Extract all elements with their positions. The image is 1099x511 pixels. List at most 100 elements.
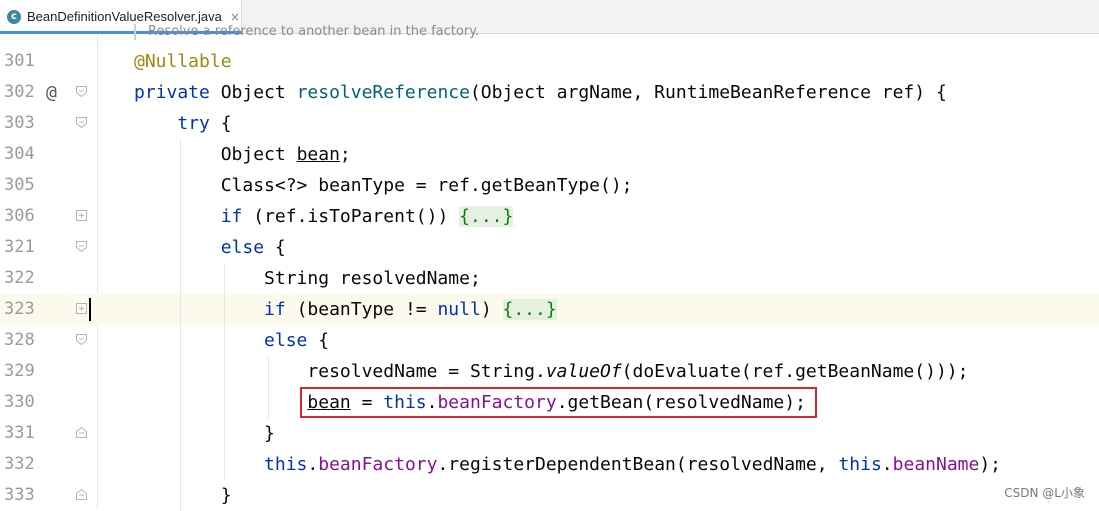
code-token: this — [838, 454, 882, 475]
code-token: try — [177, 113, 210, 134]
fold-collapse-icon[interactable] — [76, 489, 87, 500]
code-text[interactable]: private Object resolveReference(Object a… — [134, 77, 947, 108]
code-line[interactable]: 323 if (beanType != null) {...} — [0, 294, 1099, 325]
code-token: if — [220, 206, 243, 227]
code-token: (beanType != — [285, 299, 438, 320]
fold-collapse-icon[interactable] — [76, 241, 87, 252]
code-token: } — [134, 485, 232, 506]
code-editor[interactable]: 301 @Nullable 302 @ private Object resolveRe… — [0, 24, 1099, 511]
folded-code-chip[interactable]: {...} — [459, 206, 514, 227]
code-line[interactable]: 305 Class<?> beanType = ref.getBeanType(… — [0, 170, 1099, 201]
code-line[interactable]: 301 @Nullable — [0, 46, 1099, 77]
code-token: else — [264, 330, 308, 351]
code-line[interactable]: 329 resolvedName = String.valueOf(doEval… — [0, 356, 1099, 387]
line-number[interactable]: 328 — [4, 330, 35, 350]
code-token: @Nullable — [134, 51, 232, 72]
code-line[interactable]: 331 } — [0, 418, 1099, 449]
active-tab-indicator — [0, 31, 242, 34]
line-number[interactable]: 302 — [4, 82, 35, 102]
watermark: CSDN @L小象 — [1004, 486, 1085, 500]
line-number[interactable]: 323 — [4, 299, 35, 319]
code-line[interactable]: 302 @ private Object resolveReference(Obje… — [0, 77, 1099, 108]
code-area[interactable]: Resolve a reference to another bean in t… — [98, 24, 1099, 509]
line-number[interactable]: 333 — [4, 485, 35, 505]
line-number[interactable]: 305 — [4, 175, 35, 195]
fold-collapse-icon[interactable] — [76, 117, 87, 128]
line-number[interactable]: 303 — [4, 113, 35, 133]
fold-collapse-icon[interactable] — [76, 427, 87, 438]
code-token: String resolvedName; — [134, 268, 481, 289]
code-line[interactable]: 332 this.beanFactory.registerDependentBe… — [0, 449, 1099, 480]
code-token: ; — [339, 144, 351, 165]
editor-tab-bar: c BeanDefinitionValueResolver.java × — [0, 0, 1099, 34]
line-number[interactable]: 330 — [4, 392, 35, 412]
code-text[interactable]: try { — [134, 108, 232, 139]
code-token: valueOf — [545, 361, 622, 382]
line-number[interactable]: 331 — [4, 423, 35, 443]
java-class-icon: c — [7, 9, 21, 24]
code-token: if — [264, 299, 286, 320]
code-token: this — [264, 454, 308, 475]
close-icon[interactable]: × — [229, 9, 240, 24]
code-text[interactable]: if (ref.isToParent()) {...} — [134, 201, 514, 232]
code-text[interactable]: else { — [134, 232, 286, 263]
code-text[interactable]: } — [134, 480, 232, 511]
code-text[interactable]: @Nullable — [134, 46, 232, 77]
code-text[interactable]: String resolvedName; — [134, 263, 481, 294]
code-token: { — [307, 330, 330, 351]
code-token: beanName — [892, 454, 980, 475]
line-number[interactable]: 306 — [4, 206, 35, 226]
code-text[interactable]: Object bean; — [134, 139, 351, 170]
fold-expand-icon[interactable] — [76, 303, 87, 314]
folded-code-chip[interactable]: {...} — [502, 299, 557, 320]
code-token: Class<?> beanType = ref.getBeanType(); — [134, 175, 633, 196]
code-token: (Object argName, RuntimeBeanReference re… — [469, 82, 947, 103]
fold-collapse-icon[interactable] — [76, 334, 87, 345]
line-number[interactable]: 321 — [4, 237, 35, 257]
code-text[interactable]: if (beanType != null) {...} — [134, 294, 557, 325]
code-line[interactable]: 328 else { — [0, 325, 1099, 356]
code-line[interactable]: 304 Object bean; — [0, 139, 1099, 170]
line-number[interactable]: 304 — [4, 144, 35, 164]
tab-title: BeanDefinitionValueResolver.java — [27, 9, 222, 24]
code-text[interactable]: Class<?> beanType = ref.getBeanType(); — [134, 170, 633, 201]
highlight-box — [300, 387, 817, 418]
code-token: { — [264, 237, 286, 258]
line-number-gutter — [0, 34, 97, 509]
code-token: bean — [307, 392, 351, 413]
code-line[interactable]: 322 String resolvedName; — [0, 263, 1099, 294]
code-token: ); — [979, 454, 1002, 475]
code-line[interactable]: 303 try { — [0, 108, 1099, 139]
gutter-separator — [97, 34, 98, 509]
indent-guide — [268, 356, 269, 418]
code-line[interactable]: 333 } — [0, 480, 1099, 511]
code-text[interactable]: resolvedName = String.valueOf(doEvaluate… — [134, 356, 968, 387]
text-caret — [89, 298, 91, 321]
code-token: . — [307, 454, 319, 475]
fold-expand-icon[interactable] — [76, 210, 87, 221]
code-text[interactable]: bean = this.beanFactory.getBean(resolved… — [134, 387, 806, 418]
override-marker-icon[interactable]: @ — [46, 82, 57, 103]
fold-collapse-icon[interactable] — [76, 86, 87, 97]
code-line[interactable]: 321 else { — [0, 232, 1099, 263]
code-token: resolveReference — [296, 82, 470, 103]
line-number[interactable]: 329 — [4, 361, 35, 381]
code-line[interactable]: 306 if (ref.isToParent()) {...} — [0, 201, 1099, 232]
code-text[interactable]: this.beanFactory.registerDependentBean(r… — [134, 449, 1001, 480]
code-token: beanFactory — [318, 454, 438, 475]
code-line[interactable]: 330 bean = this.beanFactory.getBean(reso… — [0, 387, 1099, 418]
line-number[interactable]: 301 — [4, 51, 35, 71]
code-token: this — [383, 392, 427, 413]
tab-bean-definition-value-resolver[interactable]: c BeanDefinitionValueResolver.java × — [0, 0, 242, 34]
line-number[interactable]: 322 — [4, 268, 35, 288]
indent-guide — [180, 139, 181, 511]
code-token: } — [134, 423, 275, 444]
line-number[interactable]: 332 — [4, 454, 35, 474]
code-text[interactable]: else { — [134, 325, 329, 356]
indent-guide — [224, 263, 225, 480]
code-token: { — [209, 113, 232, 134]
code-token: ) — [480, 299, 503, 320]
code-token: . — [426, 392, 438, 413]
code-text[interactable]: } — [134, 418, 275, 449]
code-token: (doEvaluate(ref.getBeanName())); — [621, 361, 969, 382]
